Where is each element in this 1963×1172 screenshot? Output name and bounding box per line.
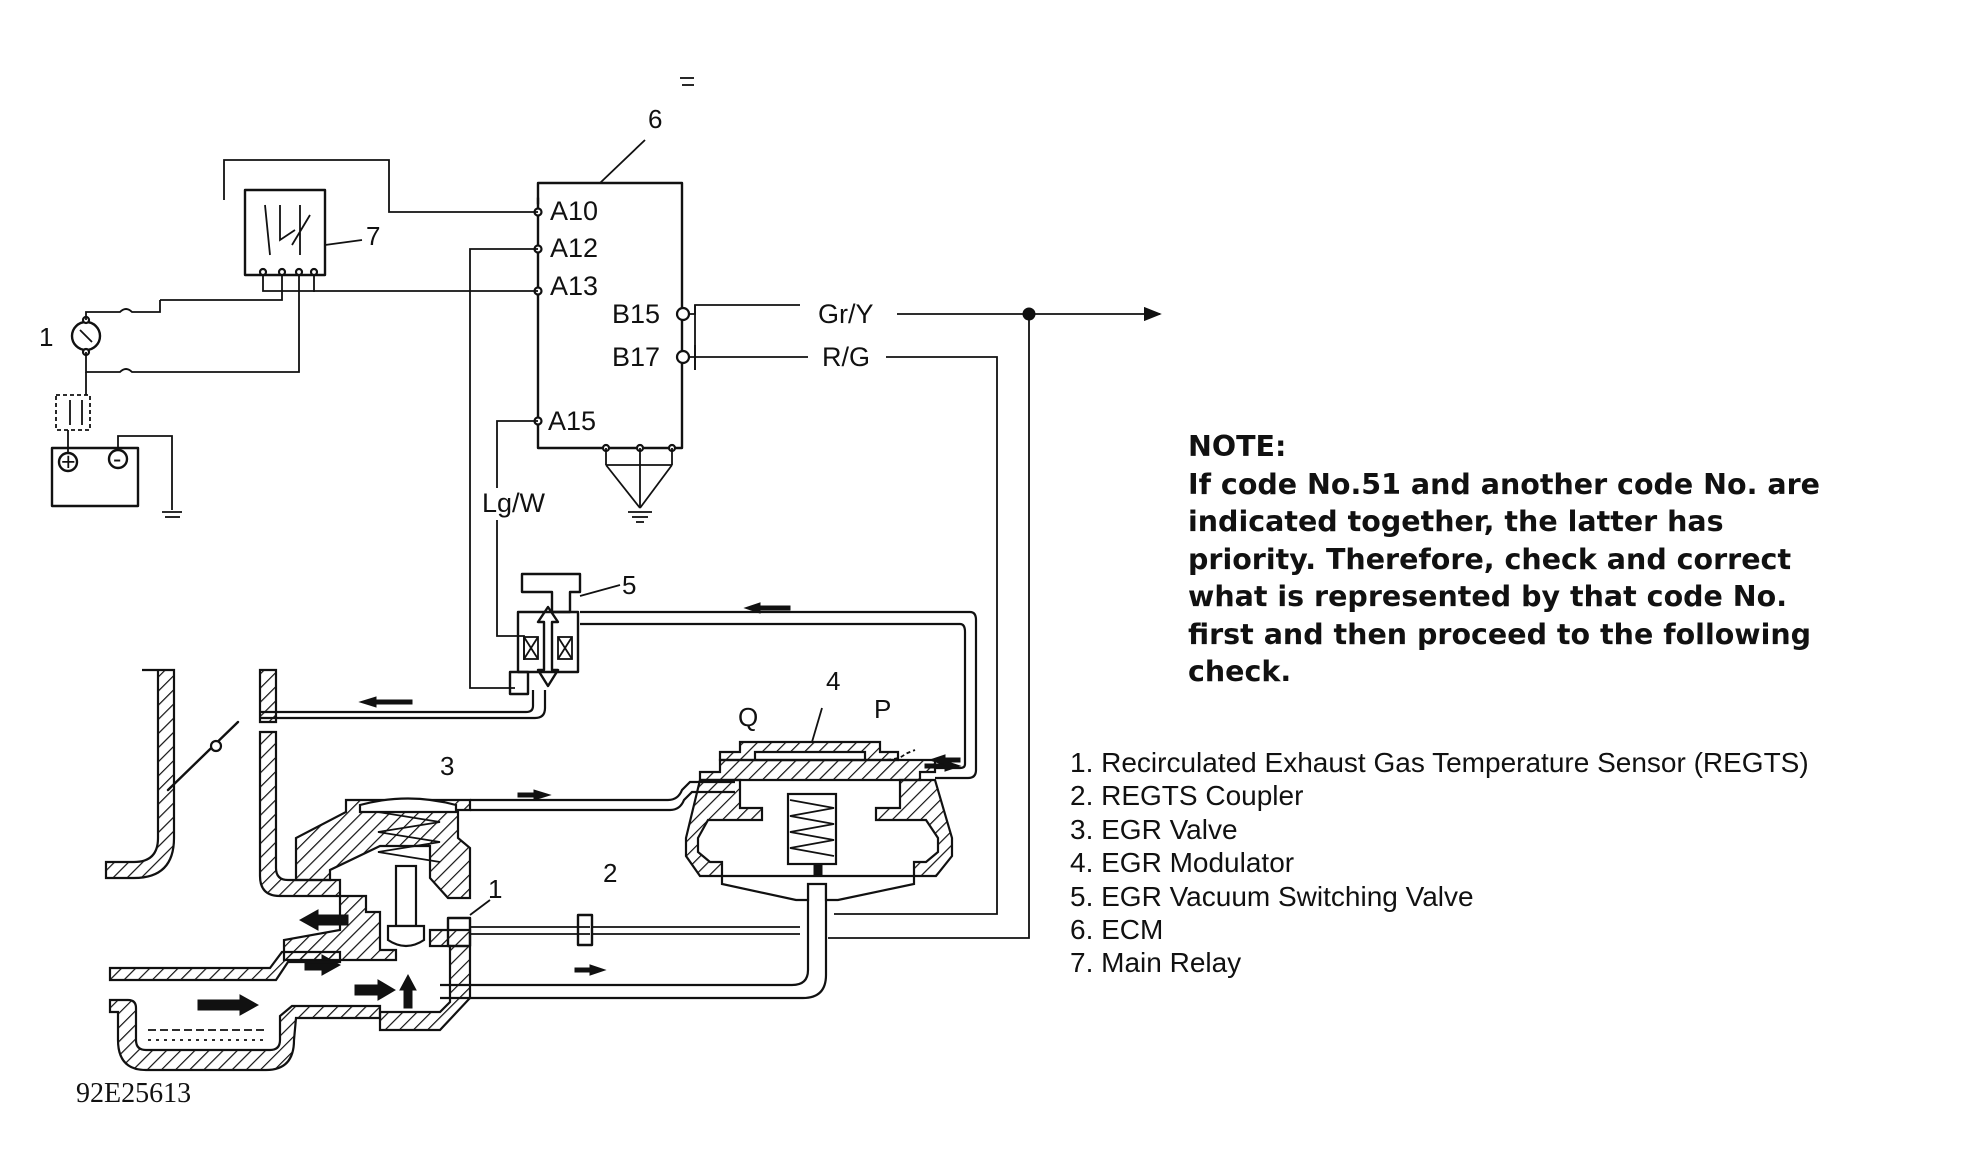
- callout-2: 2: [603, 858, 617, 888]
- callout-1-battery: 1: [39, 322, 53, 352]
- egr-modulator: [684, 707, 961, 902]
- callout-1-sensor: 1: [488, 874, 502, 904]
- legend-item: 5. EGR Vacuum Switching Valve: [1070, 880, 1474, 912]
- legend-item: 3. EGR Valve: [1070, 813, 1238, 845]
- component-legend: 1. Recirculated Exhaust Gas Temperature …: [1070, 746, 1809, 980]
- note-body: If code No.51 and another code No. are i…: [1188, 467, 1820, 689]
- callout-3: 3: [440, 751, 454, 781]
- wire-r-g: R/G: [822, 342, 870, 372]
- port-label-q: Q: [738, 702, 758, 732]
- flow-arrows: [197, 602, 962, 1016]
- legend-item: 1. Recirculated Exhaust Gas Temperature …: [1070, 747, 1809, 778]
- callout-4: 4: [826, 666, 840, 696]
- top-marks: [680, 77, 694, 86]
- svg-text:+: +: [61, 448, 76, 476]
- vacuum-switching-valve: [508, 572, 621, 696]
- ecm-unit: [533, 139, 691, 523]
- legend-item: 4. EGR Modulator: [1070, 847, 1295, 879]
- exhaust-pipe: [108, 950, 382, 1072]
- intake-manifold: [104, 668, 342, 898]
- legend-item: 7. Main Relay: [1070, 947, 1242, 979]
- port-label-p: P: [874, 694, 891, 724]
- ecm-pin-b15: B15: [612, 299, 660, 329]
- battery-and-fuse: + -: [50, 300, 182, 518]
- svg-text:-: -: [113, 445, 121, 473]
- wire-gr-y: Gr/Y: [818, 299, 874, 329]
- callout-5: 5: [622, 570, 636, 600]
- ecm-pin-b17: B17: [612, 342, 660, 372]
- ecm-pin-a13: A13: [550, 271, 598, 301]
- note-block: NOTE: If code No.51 and another code No.…: [1188, 428, 1828, 691]
- ecm-pin-a12: A12: [550, 233, 598, 263]
- legend-item: 2. REGTS Coupler: [1070, 780, 1304, 812]
- callout-6: 6: [648, 104, 662, 134]
- main-relay: [160, 188, 363, 373]
- wiring: [223, 159, 1162, 939]
- figure-code: 92E25613: [76, 1078, 191, 1109]
- ecm-pin-a15: A15: [548, 406, 596, 436]
- legend-item: 6. ECM: [1070, 914, 1164, 946]
- callout-7: 7: [366, 221, 380, 251]
- note-heading: NOTE:: [1188, 430, 1287, 463]
- wire-lg-w: Lg/W: [482, 488, 546, 518]
- ecm-pin-a10: A10: [550, 196, 598, 226]
- vacuum-lines: [260, 610, 978, 1000]
